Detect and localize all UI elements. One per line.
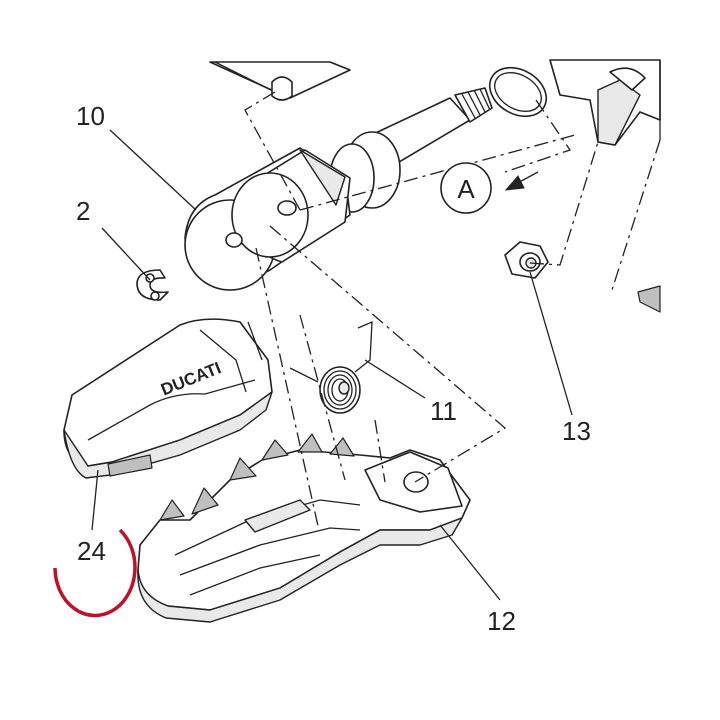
- pin-rod: [209, 61, 351, 101]
- view-a-circle: [440, 162, 492, 214]
- callout-2: 2: [76, 196, 90, 226]
- part-13-nut: [504, 241, 549, 279]
- part-10-bracket: [184, 87, 493, 291]
- callout-10: 10: [76, 101, 105, 131]
- highlight-circle: [53, 528, 137, 618]
- callout-24: 24: [77, 536, 106, 566]
- callout-13: 13: [562, 416, 591, 446]
- part-11-spring: [289, 320, 373, 414]
- part-2-circlip: [136, 269, 169, 301]
- part-24-rubber-pad: DUCATI: [63, 318, 273, 479]
- view-a-indicator: A: [440, 162, 539, 214]
- part-12-footpeg: [137, 433, 471, 623]
- assembly-axis-lines: [244, 91, 599, 527]
- shaft-threads: [461, 88, 491, 119]
- callout-11: 11: [430, 396, 457, 426]
- callout-12: 12: [487, 606, 516, 636]
- view-a-label: A: [457, 174, 475, 204]
- leader-lines: [91, 129, 573, 601]
- o-ring: [488, 66, 548, 118]
- frame-bracket: [549, 59, 661, 313]
